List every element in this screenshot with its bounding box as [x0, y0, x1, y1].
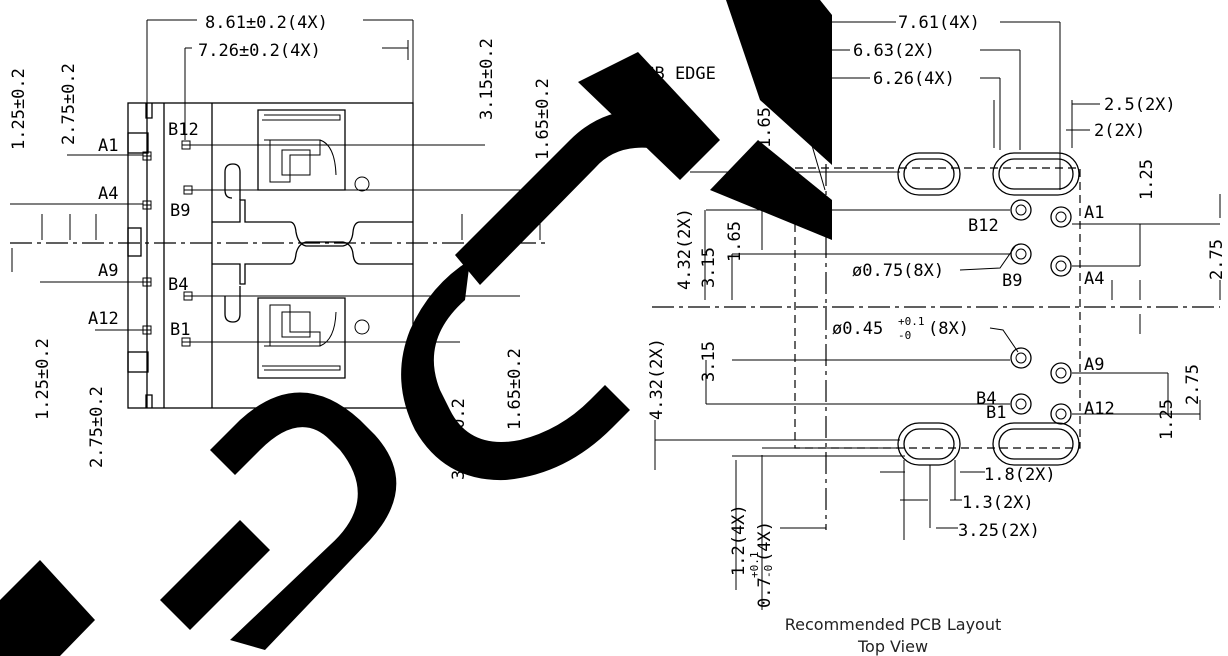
dim-hole-075: ø0.75(8X): [852, 261, 944, 281]
dim-b13: 1.3(2X): [962, 493, 1034, 513]
pin-a12-label-r: A12: [1084, 399, 1115, 419]
caption-line2: Top View: [857, 637, 928, 656]
pin-a12-label: A12: [88, 309, 119, 329]
dim-left-bot-1: 1.25±0.2: [33, 338, 53, 420]
dim-v165: 1.65: [755, 107, 775, 148]
footprint-outline: [794, 167, 1081, 449]
pin-b9-label: B9: [170, 201, 190, 221]
dim-left-315-top: 3.15: [699, 247, 719, 288]
dim-left-165-top: 1.65: [725, 221, 745, 262]
dim-hole-045-tol-plus: +0.1: [898, 315, 925, 328]
dim-right-125-bot: 1.25: [1157, 399, 1177, 440]
pin-b12-label: B12: [168, 120, 199, 140]
dim-top-right-1: 3.15±0.2: [477, 38, 497, 120]
dim-width-outer: 8.61±0.2(4X): [205, 13, 328, 33]
dim-left-bot-2: 2.75±0.2: [87, 386, 107, 468]
dim-bot-right-2: 1.65±0.2: [505, 348, 525, 430]
pin-b4-label: B4: [168, 275, 188, 295]
dim-b18: 1.8(2X): [984, 465, 1056, 485]
dim-left-top-2: 2.75±0.2: [59, 63, 79, 145]
dim-b07-tol-minus: -0: [762, 565, 775, 578]
pin-a4-label: A4: [98, 184, 118, 204]
dim-right-275-bot: 2.75: [1183, 364, 1203, 405]
slot-pads: [897, 152, 1080, 466]
dim-w3: 6.26(4X): [873, 69, 955, 89]
pin-holes: [1010, 199, 1072, 425]
dim-b12: 1.2(4X): [729, 504, 749, 576]
dim-left-432-bot: 4.32(2X): [647, 338, 667, 420]
watermark: [0, 0, 832, 656]
pin-b1-label: B1: [170, 320, 190, 340]
pin-b4-label-r: B4: [976, 389, 996, 409]
dim-left-315-bot: 3.15: [699, 341, 719, 382]
pcb-layout-view: PCB EDGE 7.61(4X) 6.63(2X) 6.26(4X) 2.5(…: [634, 13, 1227, 610]
dim-left-top-1: 1.25±0.2: [9, 68, 29, 150]
pin-b12-label-r: B12: [968, 216, 999, 236]
pin-a9-label: A9: [98, 261, 118, 281]
dim-b07: 0.7: [755, 577, 775, 608]
dim-hole-045-tol-minus: -0: [898, 329, 911, 342]
pin-b9-label-r: B9: [1002, 271, 1022, 291]
dim-w1: 7.61(4X): [898, 13, 980, 33]
dim-hole-045-count: (8X): [928, 319, 969, 339]
dim-left-432-top: 4.32(2X): [675, 208, 695, 290]
pin-a1-label: A1: [98, 136, 118, 156]
pin-a1-label-r: A1: [1084, 203, 1104, 223]
dim-hole-045: ø0.45: [832, 319, 883, 339]
dim-width-inner: 7.26±0.2(4X): [198, 41, 321, 61]
dim-top-right-2: 1.65±0.2: [533, 78, 553, 160]
dim-right-125-top: 1.25: [1137, 159, 1157, 200]
dim-b325: 3.25(2X): [958, 521, 1040, 541]
pin-a9-label-r: A9: [1084, 355, 1104, 375]
dim-b07-count: (4X): [755, 521, 775, 562]
dim-w2: 6.63(2X): [853, 41, 935, 61]
dim-b07-tol-plus: +0.1: [748, 552, 761, 579]
caption-line1: Recommended PCB Layout: [785, 615, 1002, 634]
pin-b1-label-r: B1: [986, 403, 1006, 423]
dim-right-275-top: 2.75: [1207, 239, 1227, 280]
pin-a4-label-r: A4: [1084, 269, 1104, 289]
dim-r2: 2(2X): [1094, 121, 1145, 141]
dim-r1: 2.5(2X): [1104, 95, 1176, 115]
